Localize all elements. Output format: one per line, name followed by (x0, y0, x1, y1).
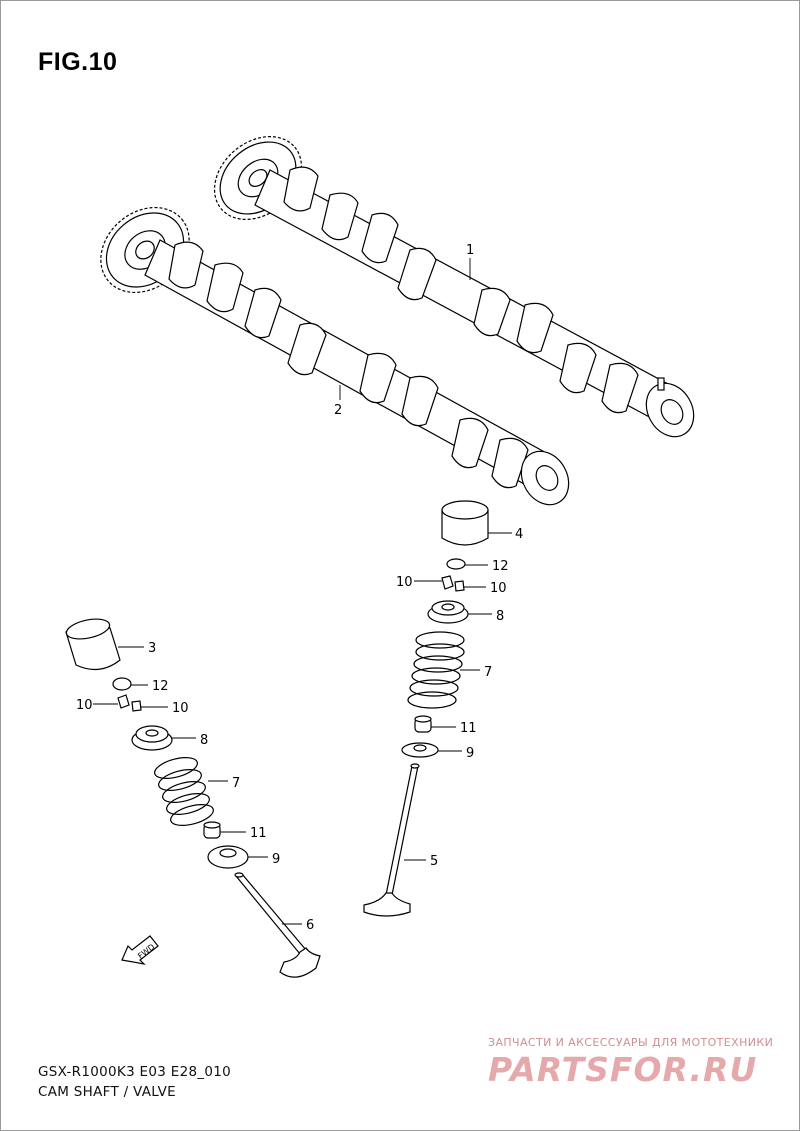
callout-10-left-b: 10 (172, 701, 189, 716)
callout-2: 2 (334, 403, 342, 418)
callout-8-right: 8 (496, 609, 504, 624)
callout-12-right: 12 (492, 559, 509, 574)
seat-right[interactable] (401, 742, 439, 758)
camshaft-intake[interactable] (84, 190, 578, 513)
callout-5: 5 (430, 854, 438, 869)
cotter-left-b[interactable] (131, 700, 142, 712)
shim-right[interactable] (446, 558, 466, 570)
cotter-right-a[interactable] (441, 575, 454, 590)
callout-10-right-a: 10 (396, 575, 413, 590)
callout-1: 1 (466, 243, 474, 258)
callout-7-left: 7 (232, 776, 240, 791)
callout-11-left: 11 (250, 826, 267, 841)
section-name: CAM SHAFT / VALVE (38, 1084, 176, 1100)
callout-9-left: 9 (272, 852, 280, 867)
seal-right[interactable] (414, 715, 432, 733)
callout-8-left: 8 (200, 733, 208, 748)
tappet-right[interactable] (441, 500, 489, 546)
callout-11-right: 11 (460, 721, 477, 736)
callout-4: 4 (515, 527, 523, 542)
callout-10-right-b: 10 (490, 581, 507, 596)
camshaft-exhaust[interactable] (198, 120, 703, 446)
shim-left[interactable] (112, 677, 132, 691)
callout-12-left: 12 (152, 679, 169, 694)
valve-left[interactable] (234, 872, 321, 978)
retainer-right[interactable] (427, 600, 469, 624)
retainer-left[interactable] (131, 725, 173, 751)
cotter-right-b[interactable] (454, 580, 465, 592)
fwd-arrow-icon: FWD (121, 935, 159, 965)
spring-right[interactable] (407, 631, 465, 709)
model-code: GSX-R1000K3 E03 E28_010 (38, 1064, 232, 1080)
spring-left[interactable] (152, 754, 215, 830)
cotter-left-a[interactable] (117, 694, 130, 709)
watermark-text: ЗАПЧАСТИ И АКСЕССУАРЫ ДЛЯ МОТОТЕХНИКИ (488, 1036, 774, 1049)
watermark-logo: PARTSFOR.RU (488, 1050, 758, 1089)
seat-left[interactable] (207, 845, 249, 869)
callout-7-right: 7 (484, 665, 492, 680)
seal-left[interactable] (203, 821, 221, 839)
callout-10-left-a: 10 (76, 698, 93, 713)
figure-title: FIG.10 (38, 48, 118, 76)
callout-9-right: 9 (466, 746, 474, 761)
callout-6: 6 (306, 918, 314, 933)
valve-right[interactable] (363, 763, 420, 917)
tappet-left[interactable] (65, 616, 121, 671)
callout-3: 3 (148, 641, 156, 656)
